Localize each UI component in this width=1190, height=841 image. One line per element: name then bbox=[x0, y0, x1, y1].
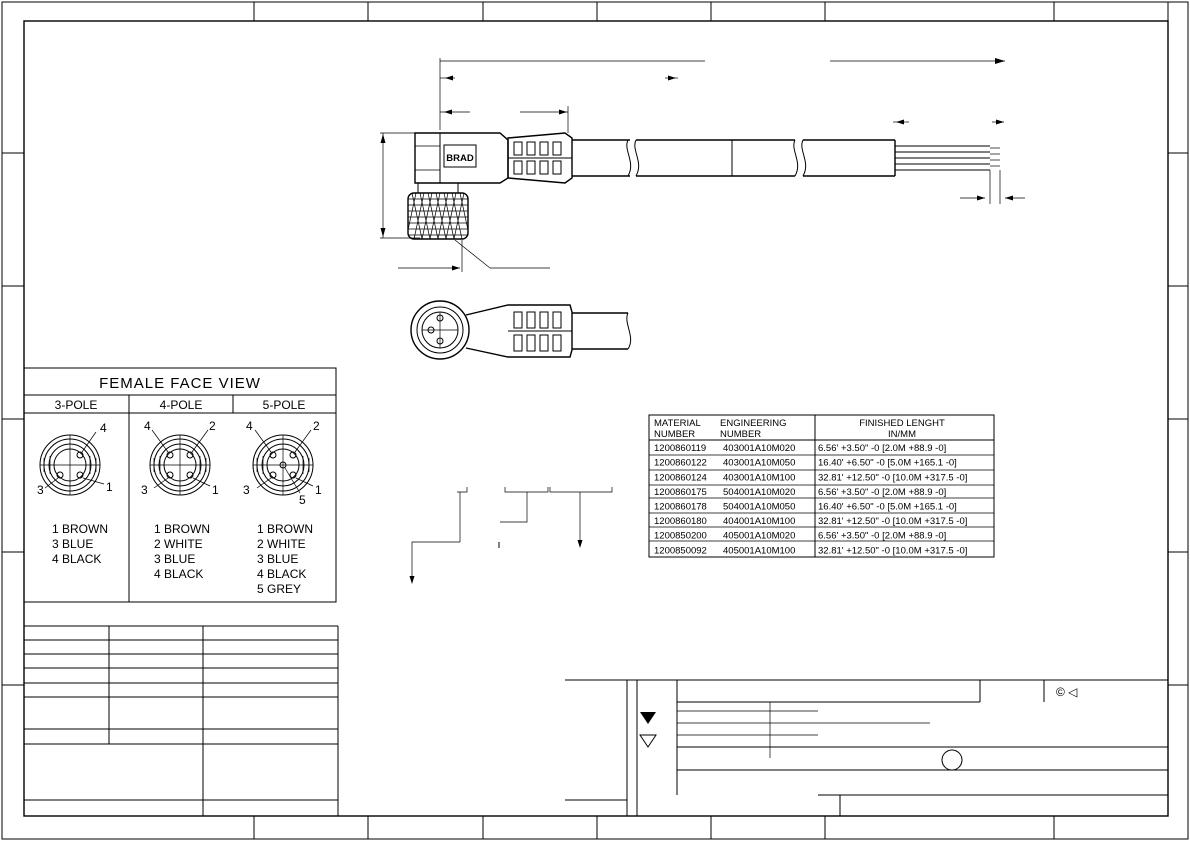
legend-item: 2 WHITE bbox=[257, 537, 306, 551]
engineering-number-cell: 403001A10M020 bbox=[723, 443, 795, 454]
material-number-cell: 1200860180 bbox=[654, 516, 707, 527]
pin-number-5pole-5: 5 bbox=[299, 493, 306, 507]
pin-number-3pole-4: 4 bbox=[100, 421, 107, 435]
pin-number-5pole-3: 3 bbox=[243, 483, 250, 497]
legend-item: 3 BLUE bbox=[257, 552, 298, 566]
legend-item: 4 BLACK bbox=[52, 552, 101, 566]
female-face-view-panel: FEMALE FACE VIEW 3-POLE 4-POLE 5-POLE 4 … bbox=[23, 367, 337, 603]
revision-grid bbox=[24, 625, 339, 816]
engineering-number-cell: 504001A10M020 bbox=[723, 487, 795, 498]
pin-number-4pole-2: 2 bbox=[209, 419, 216, 433]
finished-length-cell: 16.40' +6.50" -0 [5.0M +165.1 -0] bbox=[818, 502, 957, 513]
face-view-title: FEMALE FACE VIEW bbox=[99, 375, 261, 392]
material-number-cell: 1200860124 bbox=[654, 472, 707, 483]
header-engineering-2: NUMBER bbox=[720, 429, 761, 440]
header-length-units: IN/MM bbox=[888, 429, 916, 440]
legend-item: 3 BLUE bbox=[52, 537, 93, 551]
material-number-cell: 1200860175 bbox=[654, 487, 707, 498]
legend-item: 3 BLUE bbox=[154, 552, 195, 566]
face-4pole-diagram: 4 2 3 1 bbox=[141, 419, 219, 497]
pin-number-4pole-1: 1 bbox=[212, 483, 219, 497]
legend-item: 4 BLACK bbox=[154, 567, 203, 581]
title-block: © ◁ bbox=[565, 679, 1168, 816]
material-number-cell: 1200860178 bbox=[654, 502, 707, 513]
header-engineering: ENGINEERING bbox=[720, 418, 787, 429]
pin-color-legend-3pole: 1 BROWN 3 BLUE 4 BLACK bbox=[52, 522, 108, 566]
pin-number-4pole-4: 4 bbox=[144, 419, 151, 433]
face-view-header-5pole: 5-POLE bbox=[263, 398, 306, 412]
engineering-number-cell: 405001A10M020 bbox=[723, 531, 795, 542]
connector-front-view bbox=[410, 300, 632, 360]
parts-table-rows: 1200860119 403001A10M020 6.56' +3.50" -0 [… bbox=[654, 443, 967, 556]
pin-number-5pole-1: 1 bbox=[315, 483, 322, 497]
pin-number-3pole-3: 3 bbox=[37, 483, 44, 497]
legend-item: 1 BROWN bbox=[154, 522, 210, 536]
pin-number-3pole-1: 1 bbox=[106, 480, 113, 494]
finished-length-cell: 32.81' +12.50" -0 [10.0M +317.5 -0] bbox=[818, 516, 967, 527]
finished-length-cell: 6.56' +3.50" -0 [2.0M +88.9 -0] bbox=[818, 443, 946, 454]
material-number-cell: 1200860122 bbox=[654, 458, 707, 469]
third-angle-projection-icon bbox=[640, 712, 656, 724]
header-material-2: NUMBER bbox=[654, 429, 695, 440]
engineering-number-cell: 404001A10M100 bbox=[723, 516, 795, 527]
header-length: FINISHED LENGHT bbox=[859, 418, 945, 429]
part-number-leaders bbox=[409, 487, 613, 584]
face-view-header-3pole: 3-POLE bbox=[55, 398, 98, 412]
face-view-header-4pole: 4-POLE bbox=[160, 398, 203, 412]
approval-stamp-circle bbox=[941, 749, 963, 771]
finished-length-cell: 32.81' +12.50" -0 [10.0M +317.5 -0] bbox=[818, 472, 967, 483]
engineering-number-cell: 403001A10M100 bbox=[723, 472, 795, 483]
material-number-cell: 1200850200 bbox=[654, 531, 707, 542]
header-material: MATERIAL bbox=[654, 418, 701, 429]
pin-color-legend-5pole: 1 BROWN 2 WHITE 3 BLUE 4 BLACK 5 GREY bbox=[257, 522, 313, 596]
legend-item: 5 GREY bbox=[257, 582, 301, 596]
engineering-number-cell: 403001A10M050 bbox=[723, 458, 795, 469]
legend-item: 1 BROWN bbox=[257, 522, 313, 536]
finished-length-cell: 16.40' +6.50" -0 [5.0M +165.1 -0] bbox=[818, 458, 957, 469]
parts-table: MATERIAL NUMBER ENGINEERING NUMBER FINIS… bbox=[648, 414, 995, 558]
finished-length-cell: 32.81' +12.50" -0 [10.0M +317.5 -0] bbox=[818, 545, 967, 556]
engineering-number-cell: 504001A10M050 bbox=[723, 502, 795, 513]
material-number-cell: 1200850092 bbox=[654, 545, 707, 556]
brand-logo: BRAD bbox=[446, 153, 474, 164]
finished-length-cell: 6.56' +3.50" -0 [2.0M +88.9 -0] bbox=[818, 487, 946, 498]
overall-length-dimension bbox=[380, 58, 1025, 272]
connector-side-view: BRAD bbox=[407, 132, 1000, 240]
engineering-number-cell: 405001A10M100 bbox=[723, 545, 795, 556]
pin-number-5pole-2: 2 bbox=[313, 419, 320, 433]
pin-number-4pole-3: 3 bbox=[141, 483, 148, 497]
legend-item: 1 BROWN bbox=[52, 522, 108, 536]
legend-item: 4 BLACK bbox=[257, 567, 306, 581]
face-3pole-diagram: 4 3 1 bbox=[37, 421, 113, 497]
face-5pole-diagram: 4 2 3 1 5 bbox=[243, 419, 322, 507]
material-number-cell: 1200860119 bbox=[654, 443, 706, 454]
legend-item: 2 WHITE bbox=[154, 537, 203, 551]
pin-number-5pole-4: 4 bbox=[246, 419, 253, 433]
brand-logo-box bbox=[443, 144, 477, 168]
pin-color-legend-4pole: 1 BROWN 2 WHITE 3 BLUE 4 BLACK bbox=[154, 522, 210, 581]
title-block-symbols: © ◁ bbox=[1056, 685, 1078, 699]
finished-length-cell: 6.56' +3.50" -0 [2.0M +88.9 -0] bbox=[818, 531, 946, 542]
